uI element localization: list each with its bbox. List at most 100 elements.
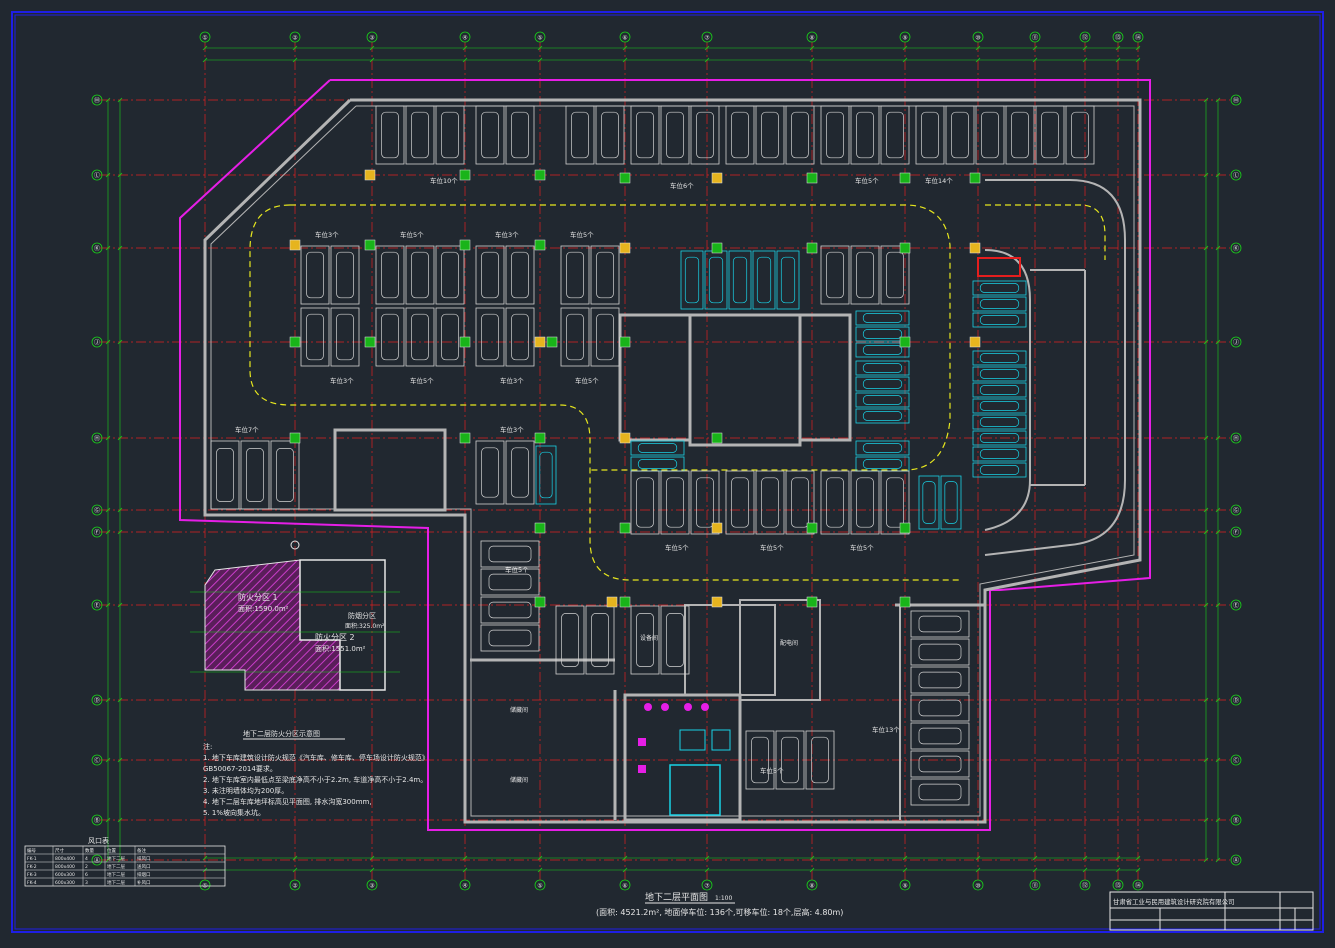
axis-label: Ⓐ	[94, 857, 100, 865]
dimension-tick	[622, 855, 628, 861]
axis-label: ⑬	[1115, 882, 1121, 890]
dimension-tick	[462, 867, 468, 873]
car-outline	[918, 699, 962, 717]
car-outline	[596, 251, 614, 299]
parking-stall	[480, 596, 540, 624]
dimension-tick	[622, 57, 628, 63]
dimension-tick	[1203, 339, 1209, 345]
car-outline	[571, 111, 589, 159]
small-car-stall	[855, 456, 910, 472]
dimension-tick	[902, 867, 908, 873]
note-line: 4. 地下二层车库地坪标高见平面图, 排水沟宽300mm,	[203, 797, 372, 806]
parking-count-label: 车位5个	[505, 565, 529, 574]
car-outline	[488, 545, 532, 563]
parking-stall	[880, 470, 910, 535]
small-car-stall	[855, 440, 910, 456]
structural-column	[534, 522, 546, 534]
car-outline	[566, 313, 584, 361]
axis-bubble	[1079, 31, 1091, 43]
car-outline	[979, 353, 1020, 363]
axis-bubble	[91, 336, 103, 348]
parking-count-label: 车位3个	[315, 230, 339, 239]
car-outline	[826, 111, 844, 159]
small-car-stall	[680, 250, 704, 310]
car-outline	[731, 111, 749, 159]
small-car-stall	[704, 250, 728, 310]
parking-count-label: 车位5个	[570, 230, 594, 239]
axis-label: ⑤	[537, 35, 542, 42]
small-car-stall	[855, 408, 910, 424]
dimension-tick	[537, 45, 543, 51]
car-outline	[1071, 111, 1089, 159]
dimension-tick	[1203, 697, 1209, 703]
parking-stall	[910, 694, 970, 722]
small-car-stall	[972, 312, 1027, 328]
dimension-tick	[1203, 817, 1209, 823]
car-outline	[951, 111, 969, 159]
note-line: 5. 1%坡向集水坑。	[203, 808, 265, 817]
car-outline	[306, 251, 324, 299]
axis-bubble	[972, 31, 984, 43]
axis-label: Ⓜ	[1233, 97, 1239, 105]
small-car-stall	[972, 350, 1027, 366]
car-outline	[666, 111, 684, 159]
axis-label: Ⓗ	[94, 435, 100, 443]
car-outline	[979, 299, 1020, 309]
car-outline	[441, 313, 459, 361]
car-outline	[979, 283, 1020, 293]
dimension-tick	[1215, 339, 1221, 345]
car-outline	[336, 313, 354, 361]
axis-bubble	[91, 432, 103, 444]
parking-stall	[850, 470, 880, 535]
fan-icon	[661, 703, 669, 711]
drawing-border	[11, 11, 1324, 933]
axis-bubble	[91, 694, 103, 706]
axis-bubble	[1230, 242, 1242, 254]
parking-stall	[850, 245, 880, 305]
ramp-inner	[984, 249, 1031, 531]
axis-bubble	[806, 879, 818, 891]
axis-bubble	[1230, 599, 1242, 611]
dimension-tick	[809, 45, 815, 51]
car-outline	[944, 481, 958, 524]
core-wall-right	[798, 313, 852, 442]
car-outline	[488, 601, 532, 619]
car-outline	[566, 251, 584, 299]
dimension-tick	[1203, 857, 1209, 863]
dimension-tick	[1203, 757, 1209, 763]
car-outline	[979, 385, 1020, 395]
dimension-tick	[292, 867, 298, 873]
inset-zone-2-name: 防火分区 2	[315, 632, 355, 642]
car-outline	[488, 629, 532, 647]
dimension-tick	[1215, 757, 1221, 763]
parking-stall	[505, 307, 535, 367]
axis-bubble	[91, 94, 103, 106]
structural-column	[619, 522, 631, 534]
axis-bubble	[1230, 504, 1242, 516]
parking-count-label: 车位5个	[665, 543, 689, 552]
parking-stall	[505, 245, 535, 305]
dimension-tick	[1215, 507, 1221, 513]
axis-bubble	[899, 31, 911, 43]
fan-icon	[701, 703, 709, 711]
title-block-company: 甘肃省工业与民用建筑设计研究院有限公司	[1113, 897, 1234, 906]
car-outline	[731, 477, 749, 528]
car-outline	[636, 477, 654, 528]
axis-label: ⑧	[809, 883, 814, 890]
parking-stall	[805, 730, 835, 790]
parking-stall	[560, 307, 590, 367]
axis-label: ③	[369, 883, 374, 890]
car-outline	[511, 313, 529, 361]
table-cell: 排风口	[137, 855, 151, 862]
car-outline	[979, 417, 1020, 427]
parking-stall	[555, 605, 585, 675]
structural-column	[459, 239, 471, 251]
structural-column	[806, 596, 818, 608]
axis-bubble	[701, 879, 713, 891]
fire-zone-inset: 防火分区 1 面积:1590.0m² 防火分区 2 面积:1551.0m² 防烟…	[190, 540, 400, 740]
small-car-stall	[918, 475, 940, 530]
car-outline	[862, 395, 903, 405]
note-line: 注:	[203, 742, 212, 751]
equipment-box	[638, 765, 646, 773]
axis-bubble	[91, 599, 103, 611]
